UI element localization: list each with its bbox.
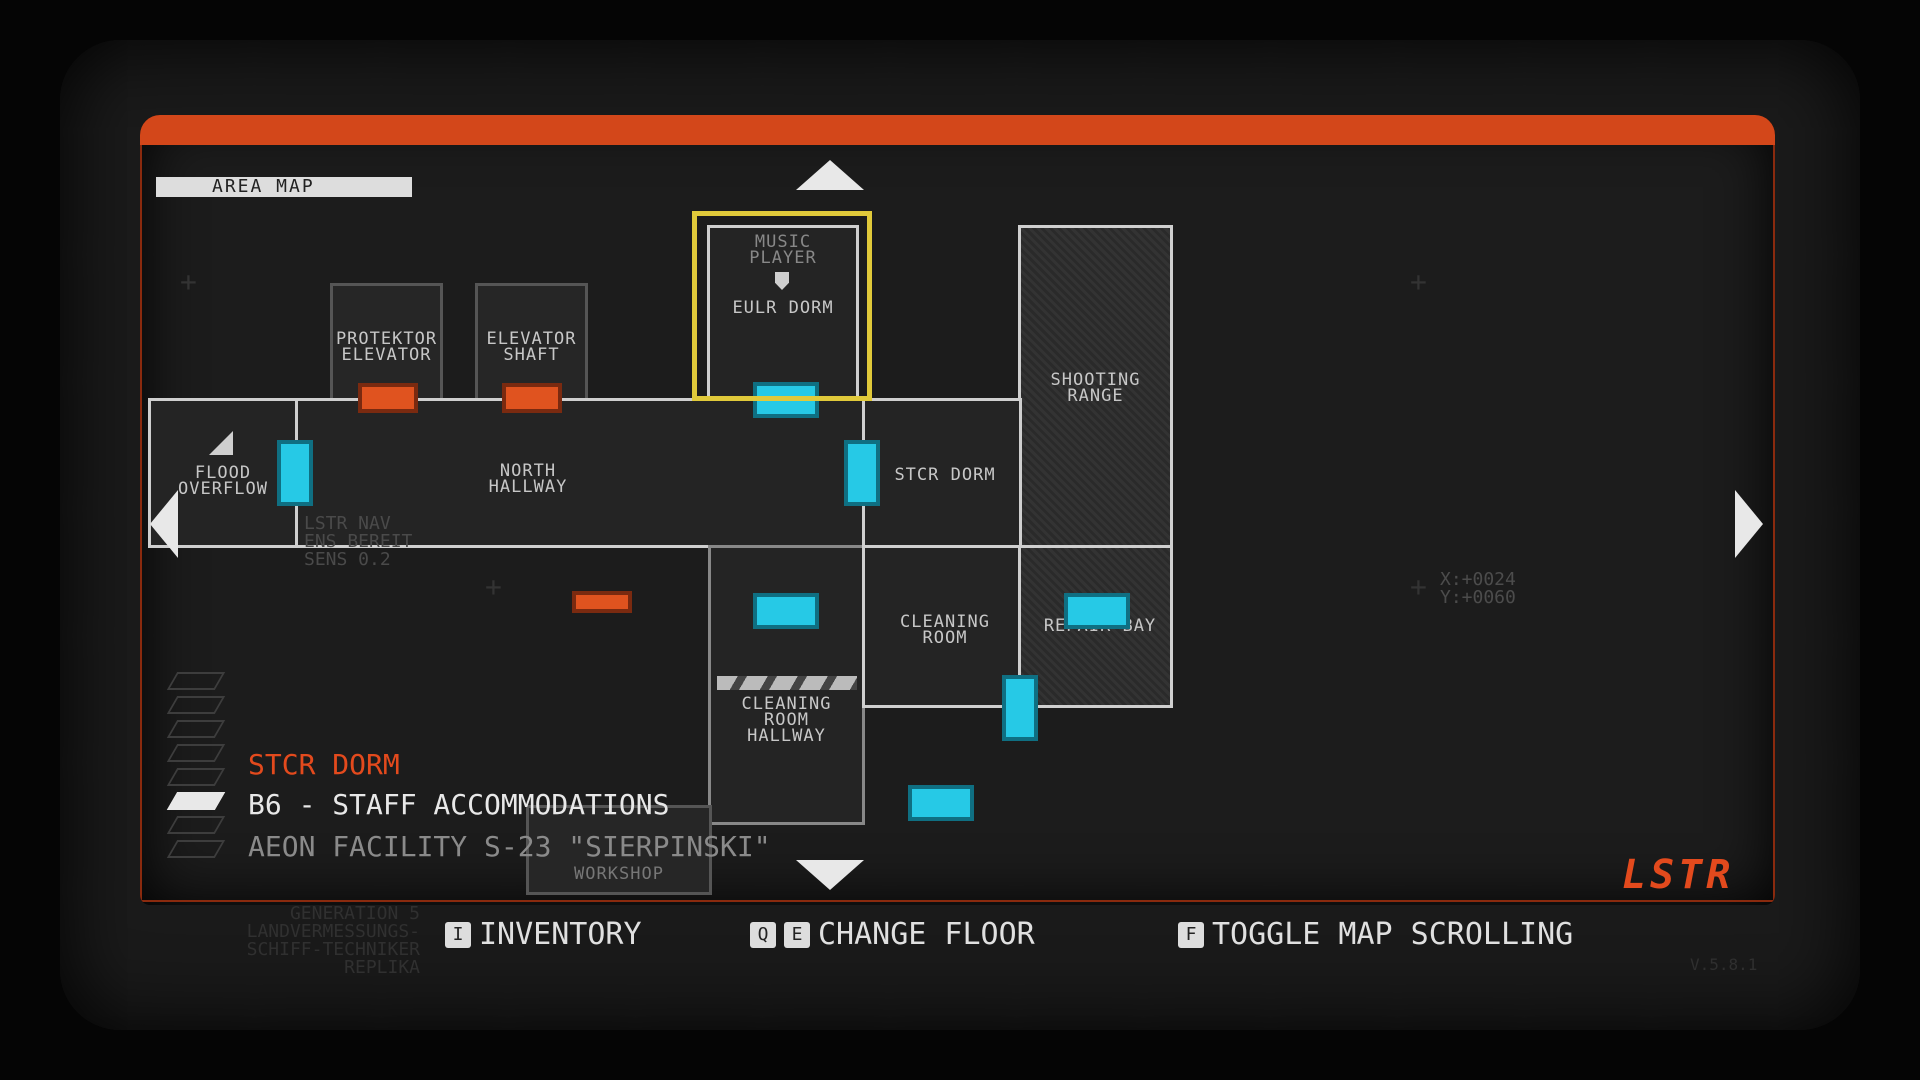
room-label: STCR DORM [894,465,996,485]
floor-key-e: E [784,921,810,948]
map-screen: AREA MAP + + + + + + + PROTEKTOR ELEVATO… [140,115,1775,905]
room-label: SHOOTING RANGE [1050,370,1141,406]
room-label: CLEANING ROOM [900,612,990,648]
room-label: EULR DORM [732,298,834,318]
scroll-left-arrow[interactable] [150,490,178,558]
top-accent-bar [140,115,1775,145]
room-workshop[interactable]: WORKSHOP [526,805,712,895]
grid-cross: + [1410,265,1427,298]
grid-cross: + [1410,570,1427,603]
scroll-key: F [1178,921,1204,948]
change-floor-hint[interactable]: Q E CHANGE FLOOR [750,917,1035,952]
inventory-label: INVENTORY [479,917,642,952]
floor-name: B6 - STAFF ACCOMMODATIONS [248,788,670,821]
door-open-hallway-south[interactable] [572,591,632,613]
hazard-stripe [717,676,857,690]
room-label: WORKSHOP [574,864,664,884]
grid-cross: + [180,265,197,298]
floor-key-q: Q [750,921,776,948]
selected-room-highlight [692,211,872,401]
room-north-hallway[interactable]: NORTH HALLWAY LSTR NAV ENS BEREIT SENS 0… [295,398,865,569]
room-eula-dorm[interactable]: MUSIC PLAYER EULR DORM [707,225,859,400]
room-elevator-shaft[interactable]: ELEVATOR SHAFT [475,283,588,401]
scroll-down-arrow[interactable] [796,860,864,890]
room-stcr-dorm[interactable]: STCR DORM [862,398,1022,548]
map-coordinates: X:+0024 Y:+0060 [1440,569,1516,608]
music-player-label: MUSIC PLAYER [749,232,817,268]
scroll-right-arrow[interactable] [1735,490,1763,558]
door-closed-stcr[interactable] [844,440,880,506]
inventory-hint[interactable]: I INVENTORY [445,917,642,952]
facility-name: AEON FACILITY S-23 "SIERPINSKI" [248,830,771,863]
door-open-elevator[interactable] [502,383,562,413]
nav-overlay: LSTR NAV ENS BEREIT SENS 0.2 [304,513,413,570]
grid-cross: + [485,570,502,603]
room-label: ELEVATOR SHAFT [486,329,577,365]
current-room-title: STCR DORM [248,748,400,781]
scroll-up-arrow[interactable] [796,160,864,190]
lstr-logo: LSTR [1622,852,1735,898]
room-repair-bay[interactable]: REPAIR BAY [1018,545,1173,708]
room-cleaning-room[interactable]: CLEANING ROOM [862,545,1022,708]
change-floor-label: CHANGE FLOOR [818,917,1035,952]
door-closed-repair[interactable] [1002,675,1038,741]
room-label: CLEANING ROOM HALLWAY [741,694,832,746]
room-label: FLOOD OVERFLOW [178,463,268,499]
door-closed-range[interactable] [1064,593,1130,629]
version-label: V.5.8.1 [1690,955,1758,974]
door-closed-cleaning[interactable] [908,785,974,821]
room-flood-overflow[interactable]: FLOOD OVERFLOW [148,398,298,548]
toggle-scroll-label: TOGGLE MAP SCROLLING [1212,917,1574,952]
area-map-label: AREA MAP [156,177,412,197]
inventory-key: I [445,921,471,948]
toggle-scroll-hint[interactable]: F TOGGLE MAP SCROLLING [1178,917,1573,952]
door-closed-hallway-south[interactable] [753,593,819,629]
room-label: NORTH HALLWAY [488,461,568,497]
speaker-icon [775,272,789,290]
door-closed-flood[interactable] [277,440,313,506]
door-open-protektor[interactable] [358,383,418,413]
room-cleaning-room-hallway[interactable]: CLEANING ROOM HALLWAY [708,545,865,825]
room-label: PROTEKTOR ELEVATOR [335,329,438,365]
screen-frame [140,145,1775,902]
flood-icon [209,431,233,455]
unit-designation: GENERATION 5 LANDVERMESSUNGS- SCHIFF-TEC… [246,903,420,978]
